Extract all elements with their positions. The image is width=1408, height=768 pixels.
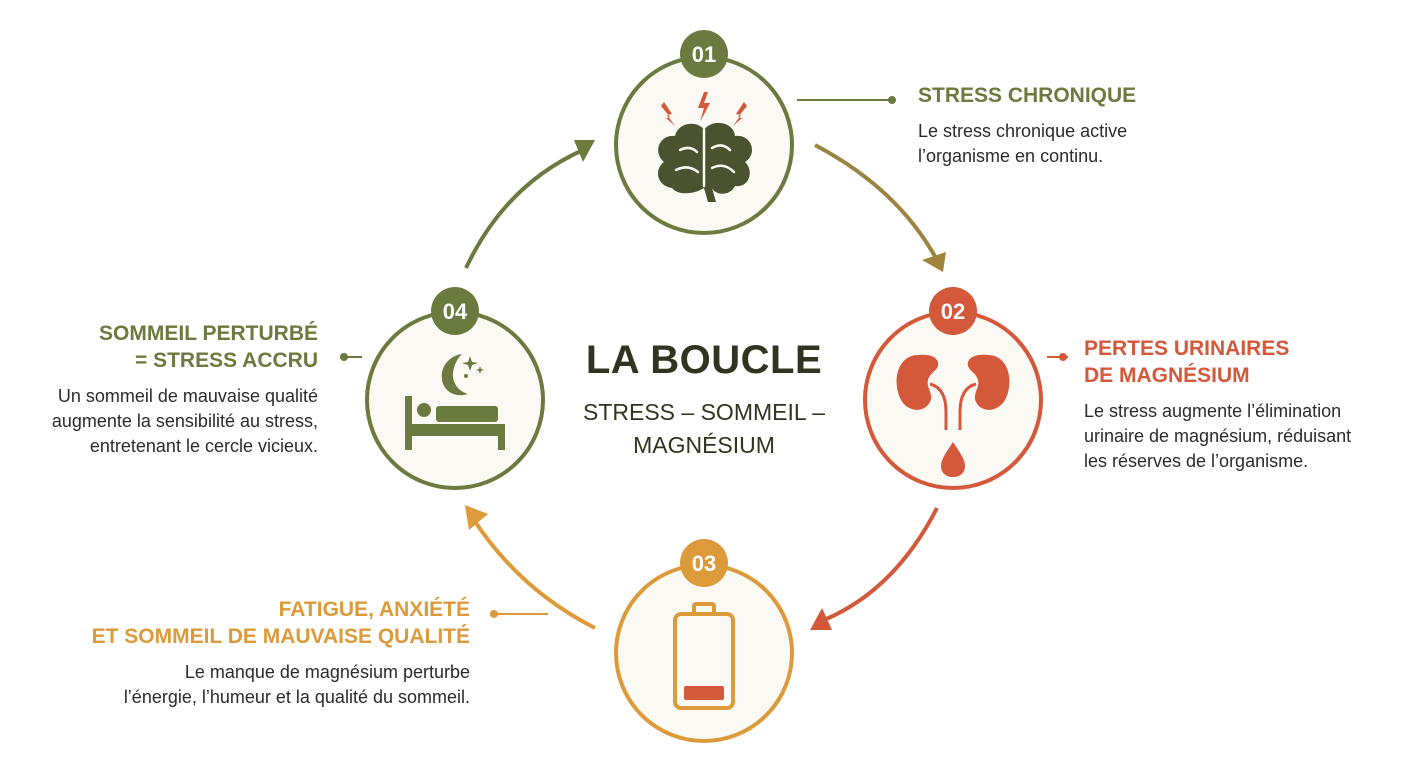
step-04-number: 04 <box>443 299 468 324</box>
connector-03 <box>490 610 548 618</box>
step-04-text-line-3: entretenant le cercle vicieux. <box>89 436 318 456</box>
step-03-number: 03 <box>692 551 716 576</box>
kidneys-icon <box>896 354 1010 477</box>
step-01-title-line-1: STRESS CHRONIQUE <box>918 84 1137 107</box>
step-01-description: Le stress chronique active l’organisme e… <box>918 119 1248 169</box>
brain-icon <box>658 122 753 202</box>
step-04-text-line-2: augmente la sensibilité au stress, <box>51 411 318 431</box>
step-01-number: 01 <box>692 42 716 67</box>
step-02-text: PERTES URINAIRES DE MAGNÉSIUM Le stress … <box>1084 335 1394 474</box>
step-03-title-line-2: ET SOMMEIL DE MAUVAISE QUALITÉ <box>91 625 470 648</box>
connector-01 <box>797 96 896 104</box>
step-02-title: PERTES URINAIRES DE MAGNÉSIUM <box>1084 335 1394 389</box>
lightning-icon <box>661 92 747 126</box>
step-03-text-line-1: Le manque de magnésium perturbe <box>184 662 470 682</box>
diagram-subtitle: STRESS – SOMMEIL – MAGNÉSIUM <box>504 396 904 462</box>
subtitle-line-2: MAGNÉSIUM <box>633 432 775 458</box>
step-03-node: 03 <box>614 539 794 743</box>
step-04-node: 04 <box>365 287 545 490</box>
subtitle-line-1: STRESS – SOMMEIL – <box>583 399 825 425</box>
connector-02 <box>1047 353 1068 361</box>
connector-04 <box>340 353 362 361</box>
step-04-text-line-1: Un sommeil de mauvaise qualité <box>57 386 318 406</box>
step-01-node: 01 <box>614 30 794 235</box>
step-04-text: SOMMEIL PERTURBÉ = STRESS ACCRU Un somme… <box>20 320 318 459</box>
step-01-text-line-2: l’organisme en continu. <box>918 146 1104 166</box>
arrow-02-to-03 <box>810 507 939 630</box>
arrow-04-to-01 <box>464 140 595 269</box>
step-02-text-line-2: urinaire de magnésium, réduisant <box>1084 426 1352 446</box>
diagram-title: LA BOUCLE <box>585 338 823 382</box>
step-04-title-line-1: SOMMEIL PERTURBÉ <box>99 322 318 345</box>
arrow-01-to-02 <box>814 143 946 272</box>
step-03-description: Le manque de magnésium perturbe l’énergi… <box>60 660 470 710</box>
step-02-description: Le stress augmente l’élimination urinair… <box>1084 399 1394 474</box>
arrow-03-to-04 <box>465 505 596 630</box>
step-02-text-line-3: les réserves de l’organisme. <box>1084 451 1309 471</box>
step-02-title-line-1: PERTES URINAIRES <box>1084 337 1290 360</box>
step-01-text: STRESS CHRONIQUE Le stress chronique act… <box>918 82 1248 169</box>
step-02-title-line-2: DE MAGNÉSIUM <box>1084 364 1250 387</box>
step-03-title-line-1: FATIGUE, ANXIÉTÉ <box>278 598 470 621</box>
step-03-text: FATIGUE, ANXIÉTÉ ET SOMMEIL DE MAUVAISE … <box>60 596 470 710</box>
step-04-description: Un sommeil de mauvaise qualité augmente … <box>20 384 318 459</box>
step-03-text-line-2: l’énergie, l’humeur et la qualité du som… <box>123 687 470 707</box>
step-01-text-line-1: Le stress chronique active <box>918 121 1128 141</box>
step-02-text-line-1: Le stress augmente l’élimination <box>1084 401 1342 421</box>
step-04-title: SOMMEIL PERTURBÉ = STRESS ACCRU <box>20 320 318 374</box>
step-04-title-line-2: = STRESS ACCRU <box>134 349 318 372</box>
step-02-node: 02 <box>863 287 1043 490</box>
low-battery-icon <box>673 602 735 710</box>
step-01-title: STRESS CHRONIQUE <box>918 82 1248 109</box>
step-03-title: FATIGUE, ANXIÉTÉ ET SOMMEIL DE MAUVAISE … <box>60 596 470 650</box>
sleep-bed-icon <box>405 354 505 450</box>
step-02-number: 02 <box>941 299 965 324</box>
